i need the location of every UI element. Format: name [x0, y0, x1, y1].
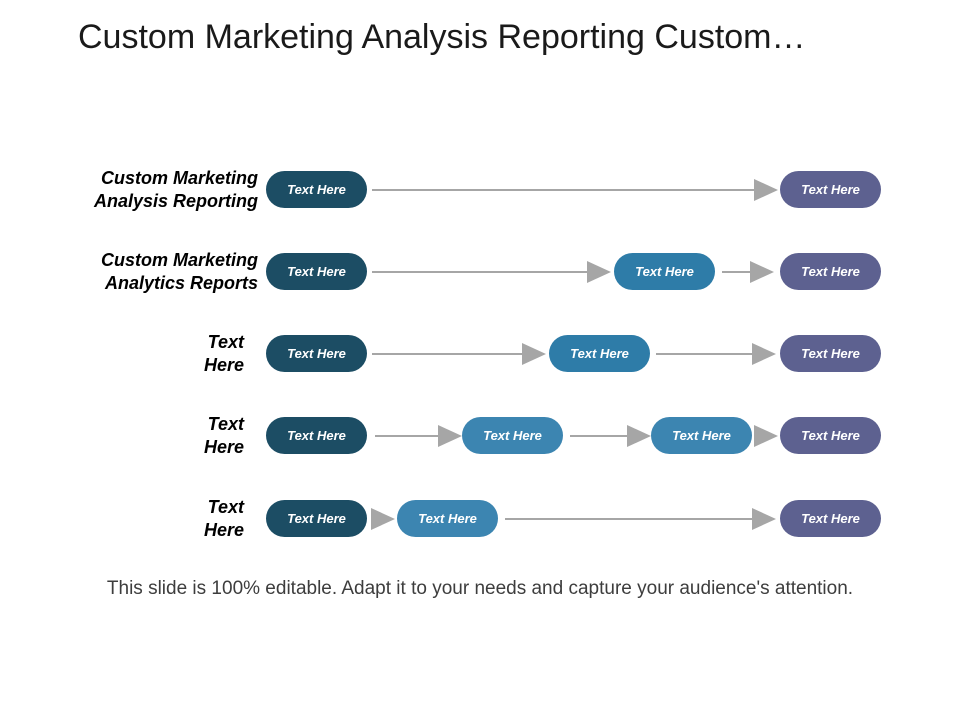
pill-label: Text Here	[287, 182, 346, 197]
text-here-pill[interactable]: Text Here	[266, 335, 367, 372]
row-label: Text Here	[14, 496, 244, 542]
text-here-pill[interactable]: Text Here	[266, 417, 367, 454]
row-label-line: Analysis Reporting	[93, 190, 258, 211]
pill-label: Text Here	[672, 428, 731, 443]
text-here-pill[interactable]: Text Here	[397, 500, 498, 537]
pill-label: Text Here	[287, 428, 346, 443]
editable-note: This slide is 100% editable. Adapt it to…	[106, 578, 854, 599]
text-here-pill[interactable]: Text Here	[462, 417, 563, 454]
pill-label: Text Here	[418, 511, 477, 526]
diagram-row-1: Custom Marketing Analysis Reporting Text…	[0, 168, 960, 211]
pill-label: Text Here	[570, 346, 629, 361]
text-here-pill[interactable]: Text Here	[780, 500, 881, 537]
text-here-pill[interactable]: Text Here	[780, 417, 881, 454]
row-label-line: Here	[203, 354, 244, 375]
pill-label: Text Here	[287, 511, 346, 526]
text-here-pill[interactable]: Text Here	[266, 253, 367, 290]
row-label-line: Analytics Reports	[104, 272, 258, 293]
text-here-pill[interactable]: Text Here	[266, 171, 367, 208]
text-here-pill[interactable]: Text Here	[266, 500, 367, 537]
arrow-head-icon	[438, 424, 462, 447]
text-here-pill[interactable]: Text Here	[780, 335, 881, 372]
row-label-line: Custom Marketing	[100, 249, 258, 270]
text-here-pill[interactable]: Text Here	[651, 417, 752, 454]
diagram-row-4: Text Here Text Here Text Here Text Here …	[0, 414, 960, 457]
pill-label: Text Here	[483, 428, 542, 443]
row-label: Custom Marketing Analytics Reports	[28, 249, 258, 295]
diagram-row-2: Custom Marketing Analytics Reports Text …	[0, 250, 960, 293]
arrow-line	[372, 352, 522, 355]
row-label: Custom Marketing Analysis Reporting	[28, 167, 258, 213]
arrow-head-icon	[752, 507, 776, 530]
pill-label: Text Here	[801, 182, 860, 197]
pill-label: Text Here	[287, 264, 346, 279]
row-label-line: Custom Marketing	[100, 167, 258, 188]
row-label-line: Text	[207, 331, 244, 352]
arrow-line	[372, 270, 587, 273]
pill-label: Text Here	[801, 346, 860, 361]
text-here-pill[interactable]: Text Here	[614, 253, 715, 290]
pill-label: Text Here	[801, 511, 860, 526]
arrow-head-icon	[754, 424, 778, 447]
arrow-line	[570, 434, 627, 437]
slide-title: Custom Marketing Analysis Reporting Cust…	[78, 18, 806, 56]
diagram-row-3: Text Here Text Here Text Here Text Here	[0, 332, 960, 375]
text-here-pill[interactable]: Text Here	[780, 253, 881, 290]
text-here-pill[interactable]: Text Here	[549, 335, 650, 372]
arrow-head-icon	[750, 260, 774, 283]
row-label: Text Here	[14, 331, 244, 377]
row-label-line: Here	[203, 519, 244, 540]
pill-label: Text Here	[287, 346, 346, 361]
pill-label: Text Here	[801, 428, 860, 443]
row-label-line: Text	[207, 413, 244, 434]
pill-label: Text Here	[635, 264, 694, 279]
arrow-head-icon	[371, 507, 395, 530]
arrow-head-icon	[752, 342, 776, 365]
row-label-line: Text	[207, 496, 244, 517]
pill-label: Text Here	[801, 264, 860, 279]
text-here-pill[interactable]: Text Here	[780, 171, 881, 208]
arrow-line	[656, 352, 752, 355]
arrow-head-icon	[627, 424, 651, 447]
arrow-line	[505, 517, 752, 520]
arrow-line	[375, 434, 438, 437]
row-label: Text Here	[14, 413, 244, 459]
arrow-line	[372, 188, 754, 191]
arrow-line	[722, 270, 750, 273]
arrow-head-icon	[754, 178, 778, 201]
arrow-head-icon	[522, 342, 546, 365]
arrow-head-icon	[587, 260, 611, 283]
row-label-line: Here	[203, 436, 244, 457]
diagram-row-5: Text Here Text Here Text Here Text Here	[0, 497, 960, 540]
